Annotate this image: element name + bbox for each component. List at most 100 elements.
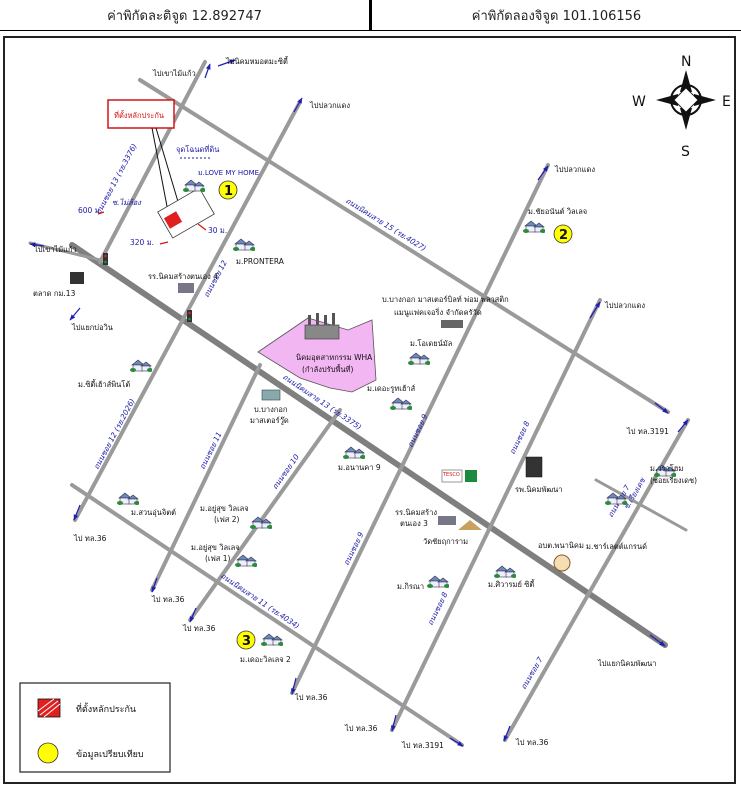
- tesco-icon: [441, 469, 463, 483]
- place-ocean: ม.โอเดยน์มัล: [410, 339, 452, 348]
- house-icon-anan: [343, 446, 365, 460]
- road-nikom-13: [69, 242, 668, 648]
- road-nikom-15: [138, 78, 670, 414]
- house-icon-yusuk1: [235, 554, 257, 568]
- road-label-soi9a: ถนนซอย 9: [406, 412, 430, 448]
- road-label-nikom15: ถนนนิคมสาย 15 (รย.4027): [344, 196, 428, 253]
- dir-label-th36-a: ไป ทล.36: [73, 534, 107, 543]
- marker-1-label: 1: [224, 184, 233, 199]
- dir-label-khaomaikaew-top: ไปเขาไม้แก้ว: [152, 69, 196, 78]
- place-chaianan: ม.ชัยอนันต์ วิลเลจ: [528, 207, 587, 216]
- place-markers: ม.LOVE MY HOME ม.PRONTERA รร.นิคมสร้างตน…: [33, 169, 697, 664]
- marker-3-label: 3: [242, 634, 251, 649]
- house-icon-cityhouse: [130, 359, 152, 373]
- road-label-nikom11: ถนนนิคมสาย 11 (รย.4034): [219, 571, 301, 631]
- place-ruam-sukh: ม.เดอะรูทเฮ้าส์: [367, 384, 416, 393]
- compass-s: S: [681, 144, 690, 160]
- place-korin: ม.กิรณา: [397, 582, 424, 591]
- place-bkk-master: บ.บางกอก: [254, 405, 287, 414]
- dir-label-th3191-a: ไป ทล.3191: [626, 427, 669, 436]
- school3-icon: [438, 516, 456, 525]
- collateral-site: ที่ตั้งหลักประกัน จุดโฉนดที่ดิน ซ.ไม่ล้อ…: [78, 99, 227, 247]
- house-icon-korin: [427, 575, 449, 589]
- legend-comparison-swatch: [37, 742, 59, 764]
- place-varahome: ม.วราโฮม: [650, 464, 683, 473]
- compass-rose: N S E W: [632, 54, 731, 160]
- direction-arrows: [29, 59, 689, 747]
- place-anan: ม.อนานคา 9: [338, 463, 381, 472]
- road-riang-det: [594, 478, 688, 532]
- place-yusuk-1b: (เฟส 1): [205, 554, 231, 563]
- direction-labels: ไปเขาไม้แก้ว ไปนิคมหมอตมะซิตี้ ไปปลวกแดง…: [33, 56, 669, 750]
- place-bkk-plastic-2: แมนูแฟคเจอริ่ง จำกัดครัวัด: [394, 307, 482, 317]
- dir-label-th3191-b: ไป ทล.3191: [401, 741, 444, 750]
- longitude-label: ค่าพิกัดลองจิจูด 101.106156: [471, 8, 642, 24]
- house-icon-suan: [117, 492, 139, 506]
- place-chanya: ม.ชาร์เลตต์แกรนด์: [586, 542, 647, 551]
- seven-eleven-icon: [465, 470, 477, 482]
- place-yusuk-2: ม.อยู่สุข วิลเลจ: [200, 504, 249, 513]
- distance-320m: 320 ม.: [130, 238, 154, 247]
- place-village-2: ม.เดอะวิลเลจ 2: [240, 655, 291, 664]
- soi-khrong-label: ซ.ไม่ล้อง: [112, 198, 142, 207]
- school-icon: [178, 283, 194, 293]
- road-soi-8: [390, 298, 602, 732]
- house-icon-chaianan: [523, 220, 545, 234]
- house-icon-lovemyhome: [183, 179, 205, 193]
- road-soi-10: [188, 408, 342, 622]
- dir-label-plakdaeng-2: ไปปลวกแดง: [554, 165, 595, 174]
- place-school-3: รร.นิคมสร้าง: [395, 508, 437, 517]
- collateral-tag-label: ที่ตั้งหลักประกัน: [114, 110, 164, 120]
- compass-e: E: [722, 94, 731, 110]
- place-hospital: รพ.นิคมพัฒนา: [515, 485, 563, 494]
- place-city-house: ม.ซิตี้เฮ้าส์พินโต้: [78, 379, 130, 389]
- dir-label-yaekbo: ไปแยกบ่อวิน: [71, 323, 113, 332]
- house-icon-prontera: [233, 238, 255, 252]
- road-nikom-11: [70, 483, 464, 747]
- road-soi-13: [98, 60, 207, 264]
- dir-label-th36-f: ไป ทล.36: [515, 738, 549, 747]
- legend-collateral-label: ที่ตั้งหลักประกัน: [76, 702, 136, 715]
- place-siwa: ม.ศิวารมย์ ซิตี้: [488, 579, 535, 589]
- wha-industrial-estate: นิคมอุตสาหกรรม WHA (กำลังปรับพื้นที่): [257, 313, 377, 393]
- header-divider: [369, 0, 372, 30]
- dir-label-th36-b: ไป ทล.36: [151, 595, 185, 604]
- marker-1: [218, 180, 238, 200]
- factory-icon: [304, 313, 340, 340]
- hospital-icon: [525, 456, 543, 478]
- dir-label-th36-e: ไป ทล.36: [344, 724, 378, 733]
- collateral-plot: [163, 211, 183, 229]
- road-label-soi12b: ถนนซอย 12 (รย.2026): [92, 397, 137, 471]
- place-varahome-2: (ซอยเรียงเดช): [650, 476, 697, 485]
- dir-label-yaek-nikom: ไปแยกนิคมพัฒนา: [597, 659, 656, 668]
- dir-label-th36-c: ไป ทล.36: [182, 624, 216, 633]
- house-icon-ocean: [408, 352, 430, 366]
- coordinates-header: ค่าพิกัดละติจูด 12.892747 ค่าพิกัดลองจิจ…: [0, 0, 741, 31]
- dir-label-nikom-u: ไปนิคมหมอตมะซิตี้: [225, 56, 289, 66]
- comparison-markers: 1 2 3: [218, 180, 573, 650]
- traffic-lights: [103, 253, 192, 322]
- road-soi-9: [290, 163, 550, 695]
- place-yusuk-2b: (เฟส 2): [214, 515, 240, 524]
- amphoe-icon: [553, 554, 571, 572]
- compass-n: N: [681, 54, 691, 70]
- distance-600m: 600 ม.: [78, 206, 102, 215]
- house-icon-village2: [261, 633, 283, 647]
- house-icon-ruamsukh: [390, 397, 412, 411]
- dir-label-plakdaeng-1: ไปปลวกแดง: [309, 101, 350, 110]
- place-yusuk-1: ม.อยู่สุข วิลเลจ: [191, 543, 240, 552]
- legend: ที่ตั้งหลักประกัน ข้อมูลเปรียบเทียบ: [19, 682, 171, 773]
- house-icon-siwa: [494, 565, 516, 579]
- temple-icon: [458, 520, 482, 530]
- marker-2-label: 2: [559, 228, 568, 243]
- wha-sub-label: (กำลังปรับพื้นที่): [302, 364, 354, 374]
- place-wat: วัดชัยฤการาม: [423, 537, 468, 546]
- landmark-point-label: จุดโฉนดที่ดิน: [176, 144, 219, 154]
- place-bkk-plastic: บ.บางกอก มาสเตอร์บิลท์ พ่อม พลาสติก: [382, 295, 509, 304]
- place-school-4: รร.นิคมสร้างตนเอง 4: [148, 272, 218, 281]
- road-network: [28, 60, 690, 747]
- place-school-3b: ตนเอง 3: [400, 519, 428, 528]
- distance-30m: 30 ม.: [208, 226, 227, 235]
- tesco-label: TESCO: [442, 472, 460, 478]
